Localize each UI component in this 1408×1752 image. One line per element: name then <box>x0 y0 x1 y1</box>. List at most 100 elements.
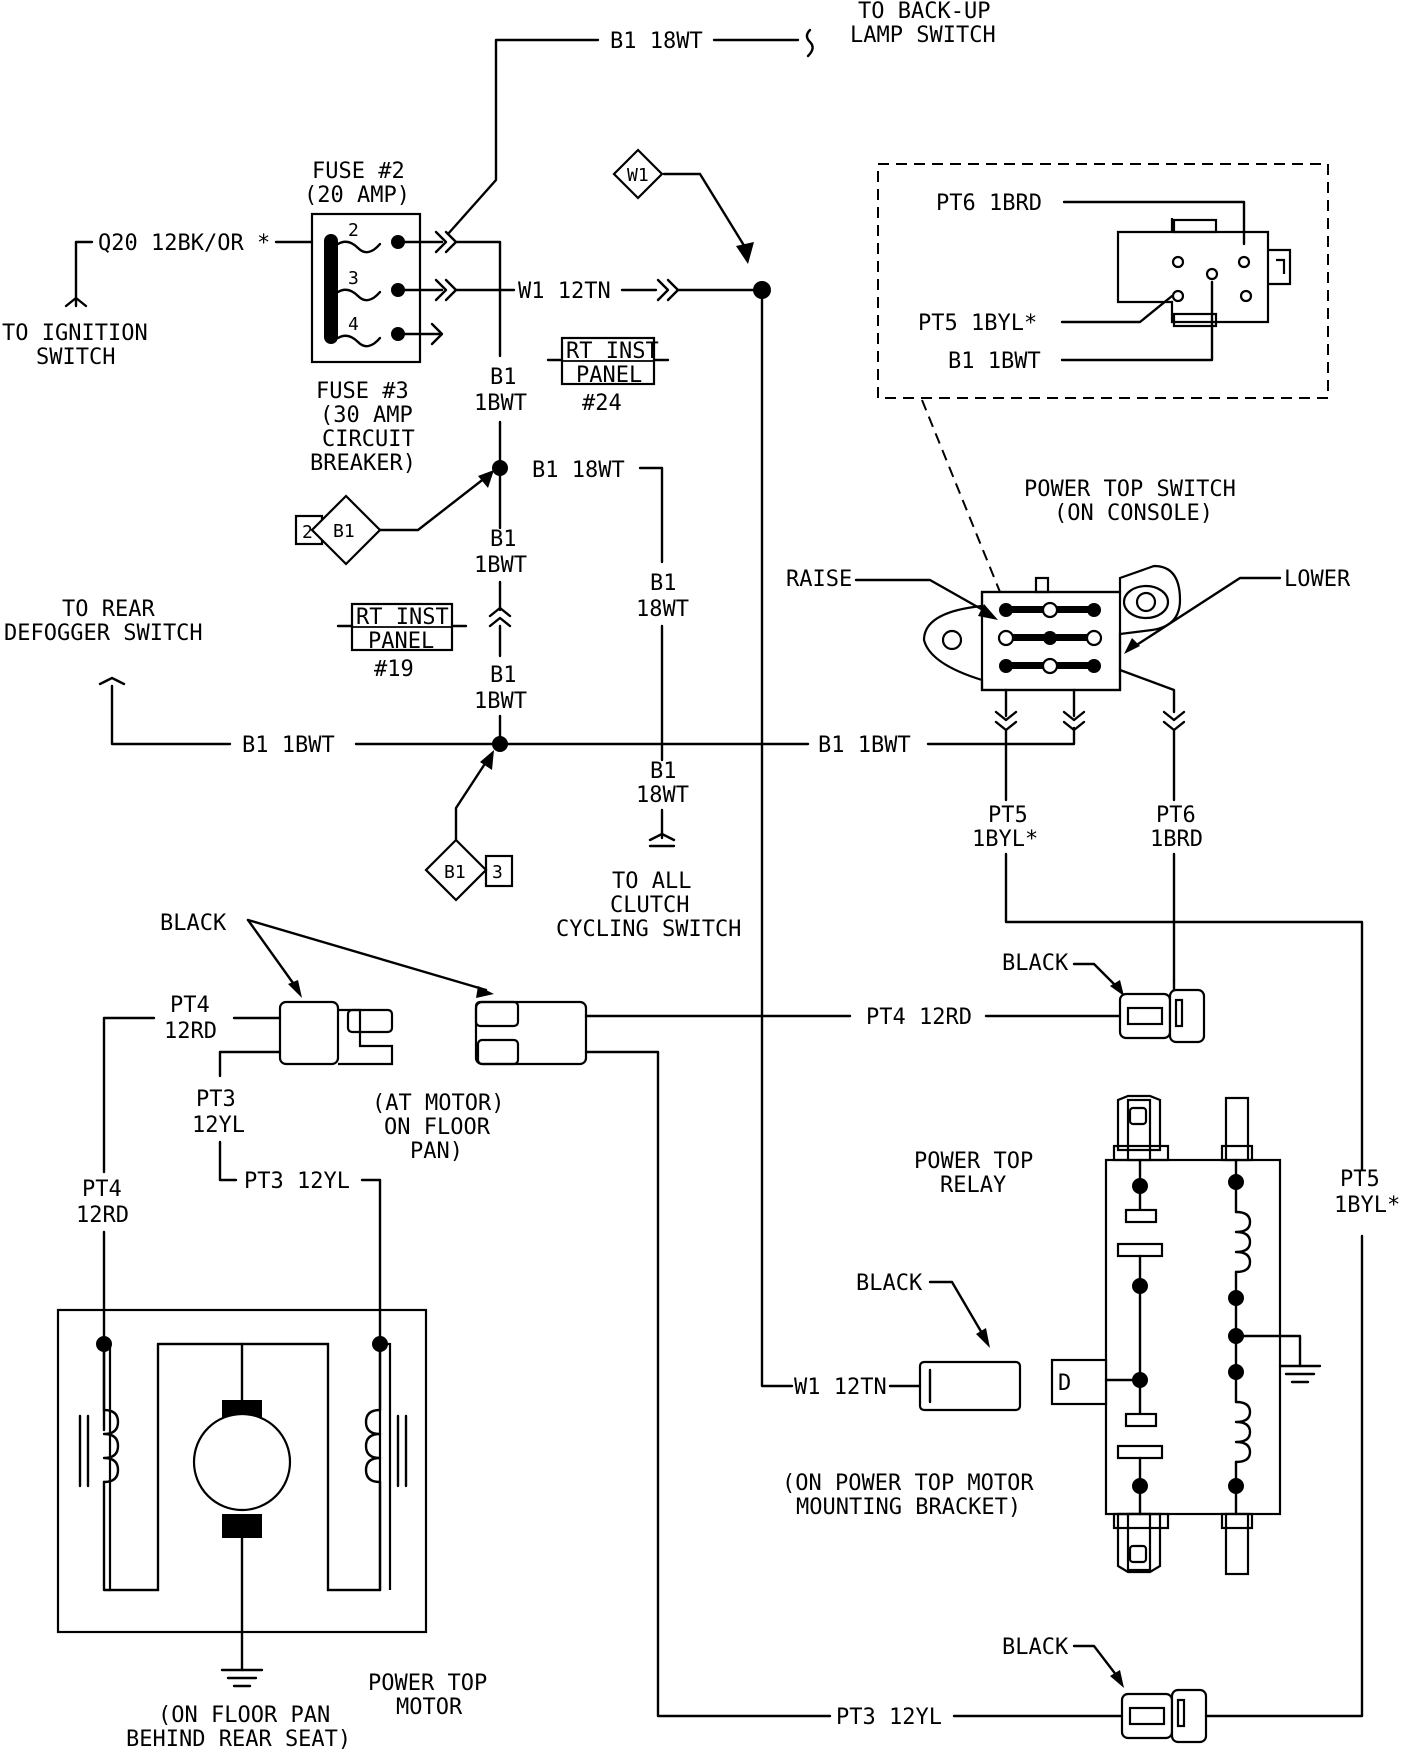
fuse3-rating: (30 AMP <box>320 403 413 428</box>
relay-title-2: RELAY <box>940 1173 1006 1198</box>
pt5-inset-label: PT5 1BYL* <box>918 311 1037 336</box>
rt-inst-panel-24: RT INST PANEL #24 <box>546 336 670 416</box>
clutch-label-3: CYCLING SWITCH <box>556 917 741 942</box>
b1-18wt-label: B1 18WT <box>532 458 625 483</box>
pt6-switch-label: PT6 <box>1156 803 1196 828</box>
relay-d-label: D <box>1058 1371 1071 1396</box>
motor-connectors: BLACK (AT MOTOR) ON FLOOR PAN) PT4 12RD … <box>76 911 1122 1718</box>
ignition-label-2: SWITCH <box>36 345 115 370</box>
power-top-switch: POWER TOP SWITCH (ON CONSOLE) RAISE LOWE… <box>786 477 1364 1172</box>
pt3-motor-label: PT3 12YL <box>244 1169 350 1194</box>
b1-1bwt-left-label: B1 1BWT <box>242 733 335 758</box>
fuse3-label: FUSE #3 <box>316 379 409 404</box>
b1-label-2: B1 <box>490 527 517 552</box>
b1-inset-label: B1 1BWT <box>948 349 1041 374</box>
rt-inst-24-number: #24 <box>582 391 622 416</box>
b1-gauge-3: 1BWT <box>474 689 527 714</box>
fuse3-type-2: BREAKER) <box>310 451 416 476</box>
lower-label: LOWER <box>1284 567 1351 592</box>
diamond-3-number: 3 <box>492 862 503 883</box>
pt3-bottom-label: PT3 12YL <box>836 1705 942 1730</box>
switch-location: (ON CONSOLE) <box>1054 501 1213 526</box>
diamond-2-number: 2 <box>302 522 313 543</box>
pt5-right-gauge: 1BYL* <box>1334 1193 1400 1218</box>
fuse3-type: CIRCUIT <box>322 427 415 452</box>
fuse-pin-2: 2 <box>348 220 359 241</box>
rt-inst-24-label: RT INST <box>566 339 659 364</box>
power-top-relay: POWER TOP RELAY BLACK W1 12TN (ON POWER … <box>782 1094 1322 1576</box>
b1-1bwt-right-label: B1 1BWT <box>818 733 911 758</box>
b1-label-clutch: B1 <box>650 759 677 784</box>
ignition-label: TO IGNITION <box>2 321 148 346</box>
pt5-right-label: PT5 <box>1340 1167 1380 1192</box>
b1-gauge: 1BWT <box>474 391 527 416</box>
at-motor-label: (AT MOTOR) <box>372 1091 504 1116</box>
relay-bracket-2: MOUNTING BRACKET) <box>796 1495 1021 1520</box>
backup-lamp-label: TO BACK-UP <box>858 0 990 24</box>
fuse2-label: FUSE #2 <box>312 159 405 184</box>
b1-label-right: B1 <box>650 571 677 596</box>
fuse-pin-3: 3 <box>348 268 359 289</box>
at-motor-label-3: PAN) <box>410 1139 463 1164</box>
b1-gauge-clutch: 18WT <box>636 783 689 808</box>
w1-wire-label: W1 12TN <box>518 279 611 304</box>
relay-title: POWER TOP <box>914 1149 1033 1174</box>
rt-inst-panel-19: RT INST PANEL #19 <box>336 602 468 682</box>
motor-location-2: BEHIND REAR SEAT) <box>126 1727 351 1752</box>
diamond-3-label: B1 <box>444 862 466 883</box>
clutch-label-2: CLUTCH <box>610 893 689 918</box>
pt5-switch-gauge: 1BYL* <box>972 827 1038 852</box>
rt-inst-19-number: #19 <box>374 657 414 682</box>
b1-label-3: B1 <box>490 663 517 688</box>
b1-diamond-3: B1 3 <box>424 750 514 902</box>
pt4-left-label: PT4 <box>170 993 210 1018</box>
right-connectors: BLACK BLACK PT3 12YL PT5 1BYL* <box>836 951 1400 1744</box>
motor-title-2: MOTOR <box>396 1695 463 1720</box>
backup-lamp-circuit: B1 18WT TO BACK-UP LAMP SWITCH <box>446 0 996 236</box>
relay-w1-label: W1 12TN <box>794 1375 887 1400</box>
raise-label: RAISE <box>786 567 852 592</box>
ignition-feed: Q20 12BK/OR * TO IGNITION SWITCH <box>2 231 314 370</box>
relay-black-label: BLACK <box>856 1271 923 1296</box>
black-label-left: BLACK <box>160 911 227 936</box>
rt-inst-24-label-2: PANEL <box>576 363 642 388</box>
pt6-switch-gauge: 1BRD <box>1150 827 1203 852</box>
relay-bracket: (ON POWER TOP MOTOR <box>782 1471 1034 1496</box>
pt4-right-label: PT4 12RD <box>866 1005 972 1030</box>
b1-gauge-right: 18WT <box>636 597 689 622</box>
switch-title: POWER TOP SWITCH <box>1024 477 1236 502</box>
pt5-switch-label: PT5 <box>988 803 1028 828</box>
rear-defogger-label-2: DEFOGGER SWITCH <box>4 621 203 646</box>
pt6-inset-label: PT6 1BRD <box>936 191 1042 216</box>
fuse-block: FUSE #2 (20 AMP) 2 3 4 FUSE #3 (30 AMP C… <box>304 159 458 476</box>
pt4-motor-label: PT4 <box>82 1177 122 1202</box>
fuse2-rating: (20 AMP) <box>304 183 410 208</box>
switch-inset: PT6 1BRD PT5 1BYL* B1 1BWT <box>877 163 1329 593</box>
rt-inst-19-label: RT INST <box>356 605 449 630</box>
pt4-motor-gauge: 12RD <box>76 1203 129 1228</box>
pt3-left-gauge: 12YL <box>192 1113 245 1138</box>
q20-wire-label: Q20 12BK/OR * <box>98 231 270 256</box>
rt-inst-19-label-2: PANEL <box>368 629 434 654</box>
power-top-motor: POWER TOP MOTOR (ON FLOOR PAN BEHIND REA… <box>56 1308 487 1752</box>
at-motor-label-2: ON FLOOR <box>384 1115 491 1140</box>
w1-diamond-label: W1 <box>627 165 649 186</box>
b1-diamond-2: 2 B1 <box>294 470 494 566</box>
b1-gauge-2: 1BWT <box>474 553 527 578</box>
b1-label: B1 <box>490 365 517 390</box>
rear-defogger-label: TO REAR <box>62 597 155 622</box>
black-label-right-2: BLACK <box>1002 1635 1069 1660</box>
pt3-left-label: PT3 <box>196 1087 236 1112</box>
backup-lamp-label-2: LAMP SWITCH <box>850 23 996 48</box>
w1-12tn-feed: W1 12TN <box>454 278 794 1388</box>
pt4-left-gauge: 12RD <box>164 1019 217 1044</box>
rear-defogger-bus: TO REAR DEFOGGER SWITCH B1 1BWT B1 1BWT <box>4 597 1076 758</box>
diamond-2-label: B1 <box>333 521 355 542</box>
backup-wire-label: B1 18WT <box>610 29 703 54</box>
w1-diamond-connector: W1 <box>612 148 754 264</box>
black-label-right-1: BLACK <box>1002 951 1069 976</box>
b1-bus: B1 1BWT B1 18WT B1 1BWT B1 1BWT B1 18WT … <box>454 240 741 942</box>
motor-title: POWER TOP <box>368 1671 487 1696</box>
clutch-label: TO ALL <box>612 869 691 894</box>
